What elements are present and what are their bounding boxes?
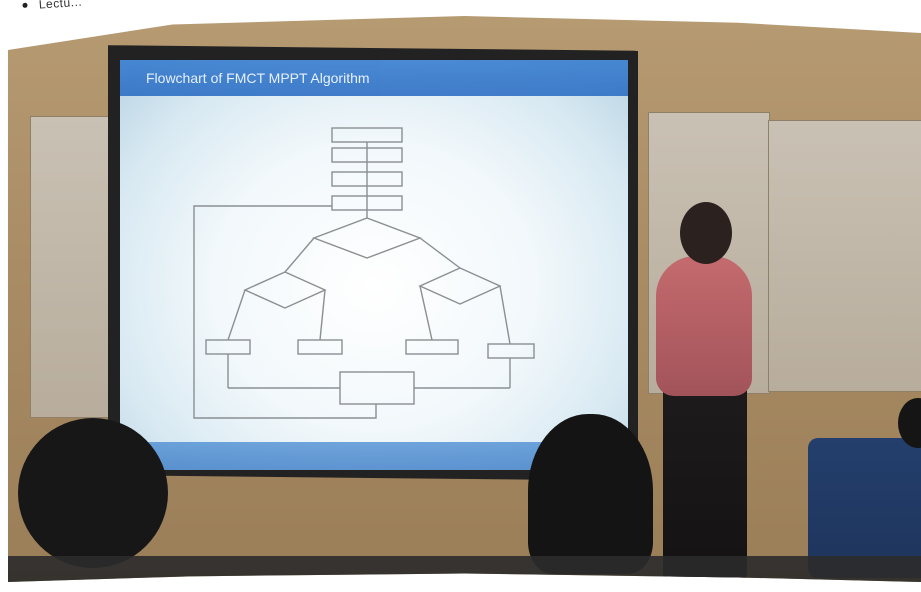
flow-decision-left: [243, 271, 327, 309]
foreground-shadow: [8, 556, 921, 582]
presenter-legs: [663, 380, 747, 580]
caption-text: Lectu...: [38, 0, 83, 12]
bullet-icon: [22, 2, 28, 9]
flow-decision-right: [418, 267, 502, 305]
flow-box-left-2: [297, 339, 343, 355]
flow-box-left-1: [205, 339, 251, 355]
audience-head-left: [18, 418, 168, 568]
presenter-body: [656, 256, 752, 396]
flow-box-bottom: [339, 371, 415, 405]
presenter-head: [680, 202, 732, 264]
lecture-photo: Flowchart of FMCT MPPT Algorithm: [8, 16, 921, 582]
caption-fragment: Lectu...: [22, 0, 163, 16]
slide-title: Flowchart of FMCT MPPT Algorithm: [120, 60, 628, 96]
flowchart-svg: [193, 127, 535, 419]
wall-panel-right: [768, 120, 921, 392]
audience-member-right: [808, 438, 921, 578]
flow-box-1: [331, 127, 403, 143]
flow-box-right-1: [405, 339, 459, 355]
flow-decision-main: [312, 217, 422, 259]
audience-head-center: [528, 414, 653, 574]
flowchart-diagram: [190, 122, 570, 422]
audience-head-far-right: [898, 398, 921, 448]
projector-screen: Flowchart of FMCT MPPT Algorithm: [120, 60, 628, 470]
flow-box-right-2: [487, 343, 535, 359]
flow-loop-back: [193, 205, 377, 419]
